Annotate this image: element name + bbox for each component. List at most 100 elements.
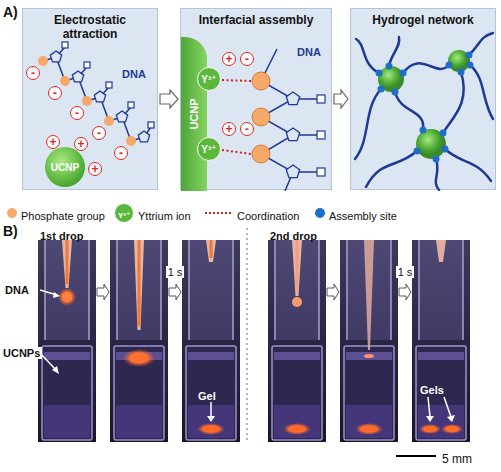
annotation-text: 1 s: [166, 266, 185, 278]
annotation-label: 1 s: [396, 262, 415, 280]
sugar-ring: [138, 131, 149, 142]
positive-charge-label: +: [225, 123, 232, 135]
annotation-label: 1 s: [166, 262, 185, 280]
annotation-label: 1st drop: [40, 226, 83, 244]
annotation-text: DNA: [297, 46, 321, 58]
panel-title: Electrostatic attraction: [26, 13, 154, 42]
annotation-text: Gel: [198, 390, 216, 402]
sugar-ring: [50, 51, 61, 62]
photo-frames: [182, 240, 240, 442]
annotation-label: UCNPs: [1, 343, 42, 361]
yttrium-ion-label: Y³⁺: [201, 74, 216, 85]
annotation-label: DNA: [122, 64, 146, 82]
pipette-tips: [206, 240, 216, 262]
dna-drops-and-gels: [355, 423, 383, 435]
pointer-lines: [53, 292, 60, 298]
negative-charge-label: -: [75, 107, 79, 119]
photo-frames: [38, 240, 470, 442]
dna-chain: [389, 37, 399, 66]
legend-swatch: [315, 208, 325, 218]
phosphate-group: [126, 136, 136, 146]
assembly-site: [433, 156, 440, 163]
pointer-lines: [426, 416, 434, 422]
dna-drops-and-gels: [197, 423, 225, 435]
pointer-lines: [41, 354, 56, 370]
dna-chain: [366, 151, 417, 187]
assembly-site: [442, 146, 449, 153]
assembly-site: [440, 130, 447, 137]
stage-panel: Hydrogel network: [350, 8, 496, 190]
positive-charge: +: [222, 52, 236, 66]
pipette-tips: [296, 240, 299, 292]
scale-bar: [396, 455, 436, 457]
ucnp-particle: [378, 66, 404, 92]
positive-charge-label: +: [77, 138, 84, 150]
hydrogel-network-illustration: [351, 9, 497, 191]
dna-drops-and-gels: [58, 288, 463, 435]
dna-drops-and-gels: [129, 353, 149, 363]
negative-charge: -: [240, 52, 254, 66]
phosphate-group: [38, 56, 48, 66]
negative-charge-label: -: [53, 87, 57, 99]
assembly-site: [386, 63, 393, 70]
negative-charge: -: [70, 106, 84, 120]
yttrium-ion: Y³⁺: [197, 67, 221, 91]
dna-chain: [469, 33, 493, 55]
yttrium-ion-label: Y³⁺: [201, 144, 216, 155]
dna-backbone: [43, 47, 151, 141]
positive-charge-label: +: [49, 136, 56, 148]
annotation-label: 5 mm: [442, 449, 472, 467]
positive-charge-label: +: [225, 53, 232, 65]
annotation-text: 1st drop: [40, 230, 83, 242]
nucleobase: [317, 168, 325, 176]
negative-charge: -: [48, 86, 62, 100]
annotation-label: DNA: [297, 42, 321, 60]
legend-entry: Assembly site: [329, 206, 397, 224]
sugar-ring: [286, 128, 299, 141]
positive-charge: +: [88, 162, 102, 176]
pipette-tips: [66, 240, 69, 284]
pipette-tips: [62, 240, 446, 350]
assembly-site: [467, 62, 474, 69]
annotation-text: Gels: [420, 384, 444, 396]
legend-coordination-line: [205, 213, 232, 214]
step-arrows: [169, 284, 181, 300]
dna-drops-and-gels: [364, 354, 374, 358]
panel-heading: Interfacial assembly: [184, 13, 328, 27]
pointer-lines: [428, 397, 430, 417]
annotation-text: A): [3, 4, 18, 20]
legend-text: Phosphate group: [21, 210, 105, 222]
stage-panel: Interfacial assemblyUCNPY³⁺Y³⁺+-+-: [180, 8, 332, 190]
dna-chain: [395, 92, 423, 130]
photo-frames: [412, 240, 470, 442]
dna-drops-and-gels: [283, 423, 311, 435]
dna-drops-and-gels: [292, 297, 302, 307]
dna-drops-and-gels: [423, 426, 437, 432]
photo-frames: [110, 240, 168, 442]
nucleobase: [148, 122, 154, 128]
dna-chain: [355, 33, 493, 190]
pipette-tips: [364, 240, 374, 350]
negative-charge: -: [240, 122, 254, 136]
stage-panel: Electrostatic attractionUCNP-----+++: [22, 8, 158, 190]
annotation-text: 1 s: [396, 266, 415, 278]
annotation-label: Gel: [198, 386, 216, 404]
positive-charge: +: [74, 137, 88, 151]
photo-frames: [38, 240, 96, 442]
assembly-site: [458, 69, 465, 76]
panel-title: Interfacial assembly: [184, 13, 328, 27]
positive-charge-label: +: [91, 163, 98, 175]
annotation-text: B): [3, 223, 18, 239]
annotation-text: UCNPs: [1, 347, 42, 359]
negative-charge-label: -: [119, 147, 123, 159]
phosphate-group: [104, 116, 114, 126]
phosphate-group: [252, 108, 270, 126]
panel-title: Hydrogel network: [354, 13, 492, 27]
sugar-ring: [286, 165, 299, 178]
nucleobase: [62, 42, 68, 48]
negative-charge-label: -: [245, 53, 249, 65]
coordination-bond: [222, 80, 251, 154]
nucleobase: [317, 95, 325, 103]
step-arrows: [97, 284, 411, 300]
